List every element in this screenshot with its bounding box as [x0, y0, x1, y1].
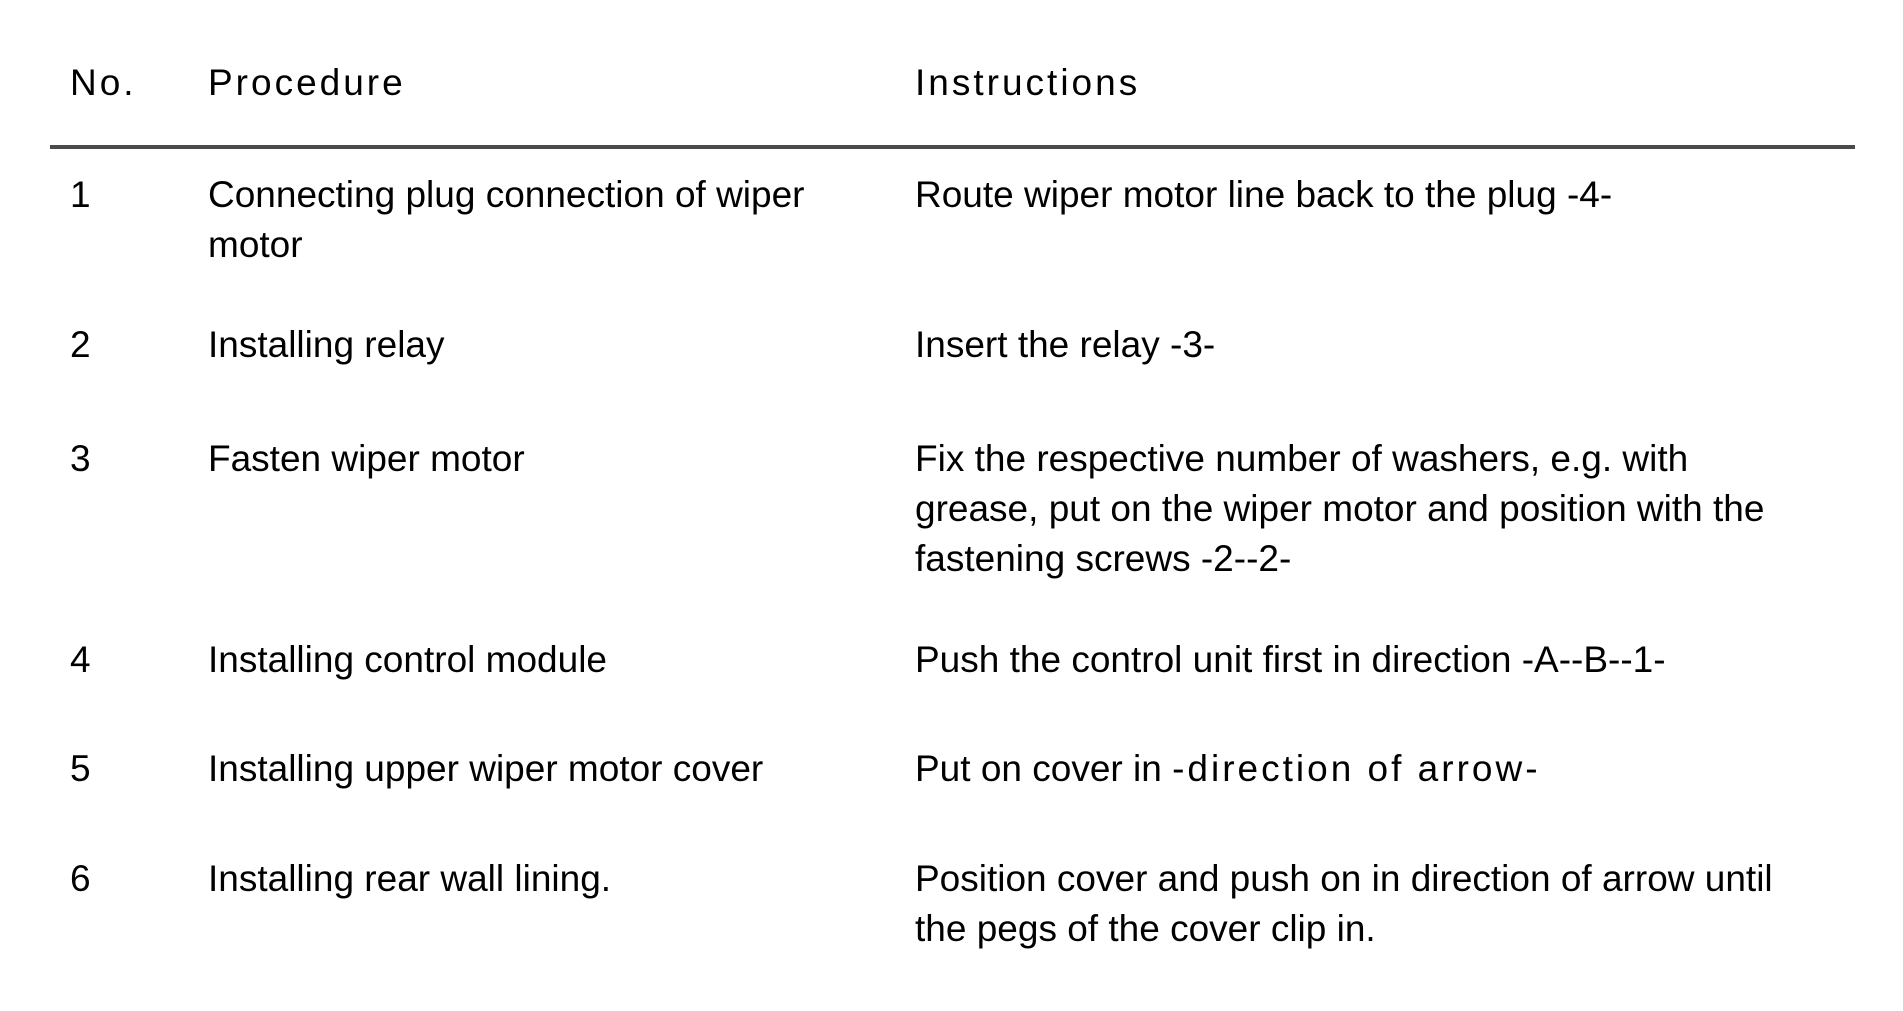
procedure-cell: Installing upper wiper motor cover: [208, 748, 764, 789]
header-divider: [50, 145, 1855, 149]
table-row: 3 Fasten wiper motor Fix the respective …: [70, 434, 1855, 584]
column-header-procedure: Procedure: [208, 62, 406, 103]
instructions-cell: Put on cover in -direction of arrow-: [915, 744, 1855, 794]
procedure-cell: Installing relay: [208, 324, 445, 365]
instructions-text: Put on cover in: [915, 748, 1173, 789]
procedure-cell: Installing rear wall lining.: [208, 858, 612, 899]
procedure-cell: Installing control module: [208, 639, 607, 680]
row-number: 3: [70, 438, 91, 479]
procedure-cell: Fasten wiper motor: [208, 438, 525, 479]
instructions-cell: Fix the respective number of washers, e.…: [915, 438, 1765, 579]
instructions-cell: Push the control unit first in direction…: [915, 639, 1666, 680]
row-number: 5: [70, 748, 91, 789]
row-number: 1: [70, 174, 91, 215]
row-number: 2: [70, 324, 91, 365]
instructions-cell: Insert the relay -3-: [915, 324, 1216, 365]
instructions-cell: Route wiper motor line back to the plug …: [915, 174, 1613, 215]
table-header-row: No. Procedure Instructions: [70, 58, 1855, 108]
row-number: 6: [70, 858, 91, 899]
column-header-no: No.: [70, 62, 137, 103]
procedure-cell: Connecting plug connection of wiper moto…: [208, 174, 805, 265]
table-row: 5 Installing upper wiper motor cover Put…: [70, 744, 1855, 794]
table-row: 2 Installing relay Insert the relay -3-: [70, 320, 1855, 370]
table-body: 1 Connecting plug connection of wiper mo…: [70, 170, 1855, 954]
table-row: 1 Connecting plug connection of wiper mo…: [70, 170, 1855, 270]
table-row: 4 Installing control module Push the con…: [70, 635, 1855, 685]
instructions-cell: Position cover and push on in direction …: [915, 858, 1773, 949]
table-row: 6 Installing rear wall lining. Position …: [70, 854, 1855, 954]
column-header-instructions: Instructions: [915, 62, 1141, 103]
instructions-emphasis: -direction of arrow-: [1172, 748, 1541, 789]
row-number: 4: [70, 639, 91, 680]
